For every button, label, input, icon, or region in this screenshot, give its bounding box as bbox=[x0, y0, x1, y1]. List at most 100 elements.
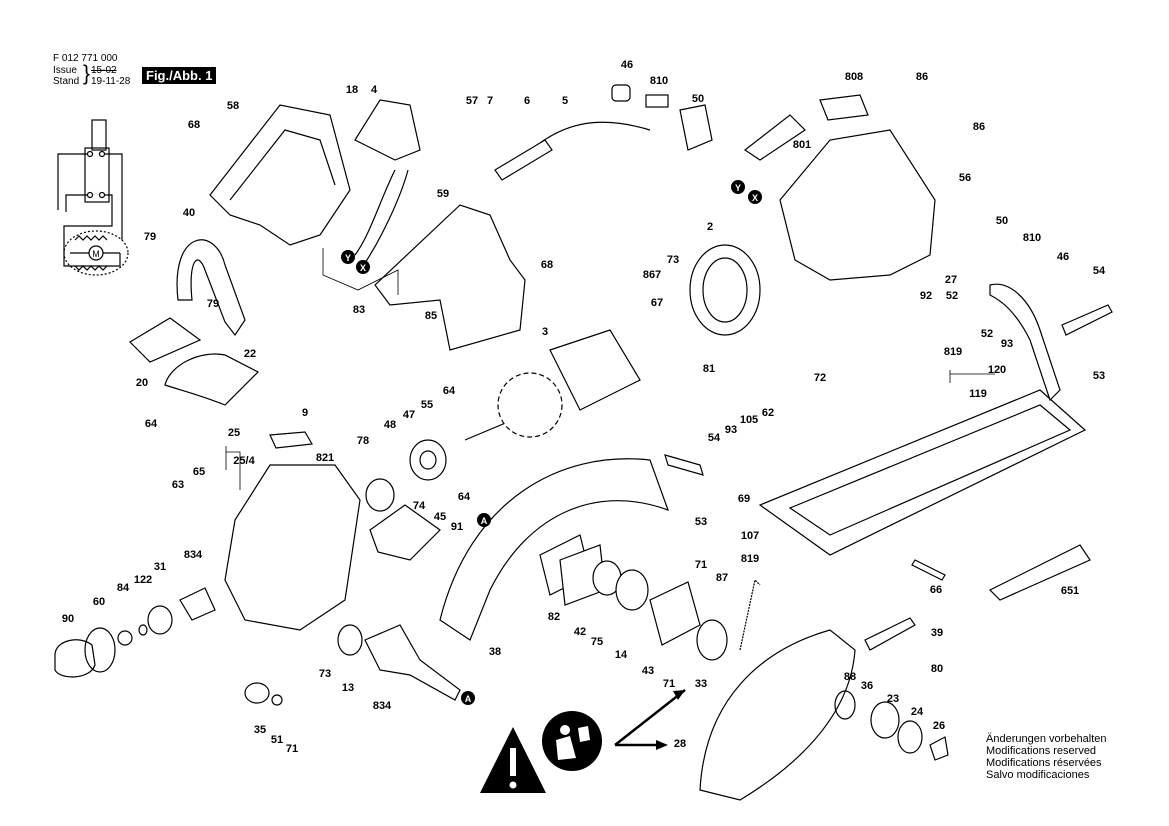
part-label-6: 6 bbox=[523, 95, 531, 107]
notice-de: Änderungen vorbehalten bbox=[986, 733, 1107, 745]
part-label-87: 87 bbox=[715, 572, 729, 584]
stand-value: 19-11-28 bbox=[91, 76, 131, 87]
part-label-91: 91 bbox=[450, 521, 464, 533]
svg-text:Y: Y bbox=[345, 253, 351, 263]
part-label-42: 42 bbox=[573, 626, 587, 638]
part-label-60: 60 bbox=[92, 596, 106, 608]
part-label-25: 25 bbox=[227, 427, 241, 439]
part-label-45: 45 bbox=[433, 511, 447, 523]
issue-label: Issue bbox=[53, 65, 77, 76]
notice-en: Modifications reserved bbox=[986, 745, 1097, 757]
part-label-834a: 834 bbox=[183, 549, 203, 561]
part-label-4: 4 bbox=[370, 84, 378, 96]
part-label-24: 24 bbox=[910, 706, 924, 718]
part-label-67: 67 bbox=[650, 297, 664, 309]
part-label-90: 90 bbox=[61, 613, 75, 625]
marker-x-left: X bbox=[356, 260, 370, 274]
flange-35 bbox=[244, 682, 270, 704]
bearing-14 bbox=[615, 569, 649, 611]
part-label-40: 40 bbox=[182, 207, 196, 219]
modifications-notice: Änderungen vorbehalten Modifications res… bbox=[986, 733, 1106, 781]
spring-33 bbox=[739, 578, 761, 651]
brace: } bbox=[83, 62, 91, 85]
part-label-28: 28 bbox=[673, 738, 687, 750]
motor-label: M bbox=[92, 249, 100, 259]
base-plate-819 bbox=[758, 389, 1087, 556]
part-label-65: 65 bbox=[192, 466, 206, 478]
part-label-53b: 53 bbox=[694, 516, 708, 528]
part-label-71c: 71 bbox=[694, 559, 708, 571]
lever-39 bbox=[864, 617, 916, 651]
part-label-651: 651 bbox=[1060, 585, 1080, 597]
part-label-51: 51 bbox=[270, 734, 284, 746]
part-label-63: 63 bbox=[171, 479, 185, 491]
part-label-57: 57 bbox=[465, 95, 479, 107]
lower-blade-guard-28 bbox=[699, 629, 856, 801]
cap-46 bbox=[611, 84, 631, 102]
armature-winding bbox=[549, 329, 641, 411]
cover-22 bbox=[164, 353, 260, 406]
part-label-75: 75 bbox=[590, 636, 604, 648]
switch-4 bbox=[354, 99, 421, 161]
marker-y-left: Y bbox=[341, 250, 355, 264]
wrench-651 bbox=[988, 544, 1091, 601]
part-label-122: 122 bbox=[133, 574, 153, 586]
part-label-83: 83 bbox=[352, 304, 366, 316]
part-label-80: 80 bbox=[930, 663, 944, 675]
part-label-82: 82 bbox=[547, 611, 561, 623]
switch-lever bbox=[91, 119, 107, 151]
cover-74 bbox=[369, 504, 441, 561]
part-label-55: 55 bbox=[420, 399, 434, 411]
part-label-31: 31 bbox=[153, 561, 167, 573]
part-label-18: 18 bbox=[345, 84, 359, 96]
part-label-27: 27 bbox=[944, 274, 958, 286]
part-label-93a: 93 bbox=[1000, 338, 1014, 350]
handle-housing-left bbox=[209, 104, 351, 246]
part-label-62: 62 bbox=[761, 407, 775, 419]
wiring-schematic bbox=[57, 119, 129, 276]
part-label-107: 107 bbox=[740, 530, 760, 542]
brush-810 bbox=[645, 94, 669, 108]
part-label-22: 22 bbox=[243, 348, 257, 360]
gear-housing-821 bbox=[224, 464, 361, 631]
part-label-74: 74 bbox=[412, 500, 426, 512]
gear-834-small bbox=[179, 587, 216, 621]
part-number: F 012 771 000 bbox=[53, 53, 118, 64]
part-label-52b: 52 bbox=[980, 328, 994, 340]
part-label-867: 867 bbox=[642, 269, 662, 281]
part-label-64c: 64 bbox=[457, 491, 471, 503]
part-label-78: 78 bbox=[356, 435, 370, 447]
part-label-58: 58 bbox=[226, 100, 240, 112]
part-label-20: 20 bbox=[135, 377, 149, 389]
part-label-821: 821 bbox=[315, 452, 335, 464]
part-label-9: 9 bbox=[301, 407, 309, 419]
part-label-13: 13 bbox=[341, 682, 355, 694]
part-label-810a: 810 bbox=[649, 75, 669, 87]
svg-text:X: X bbox=[752, 193, 758, 203]
part-label-33: 33 bbox=[694, 678, 708, 690]
depth-arm bbox=[989, 283, 1061, 402]
part-label-79a: 79 bbox=[143, 231, 157, 243]
lever-54b bbox=[664, 454, 704, 476]
part-label-71a: 71 bbox=[285, 743, 299, 755]
part-label-68b: 68 bbox=[540, 259, 554, 271]
part-label-2: 2 bbox=[706, 221, 714, 233]
part-label-84: 84 bbox=[116, 582, 130, 594]
washer-51 bbox=[271, 694, 283, 706]
marker-x-right: X bbox=[748, 190, 762, 204]
part-label-72: 72 bbox=[813, 372, 827, 384]
part-label-120: 120 bbox=[987, 364, 1007, 376]
cap-90 bbox=[54, 639, 96, 678]
motor-housing bbox=[779, 129, 936, 281]
o-ring-60 bbox=[84, 627, 116, 673]
part-label-64a: 64 bbox=[144, 418, 158, 430]
read-manual-icon bbox=[542, 711, 602, 771]
stand-label: Stand bbox=[53, 76, 80, 87]
bearing-31 bbox=[147, 605, 173, 635]
label-808 bbox=[819, 94, 869, 121]
auxiliary-handle bbox=[176, 239, 246, 337]
part-label-86a: 86 bbox=[915, 71, 929, 83]
part-label-54a: 54 bbox=[1092, 265, 1106, 277]
part-label-54b: 54 bbox=[707, 432, 721, 444]
